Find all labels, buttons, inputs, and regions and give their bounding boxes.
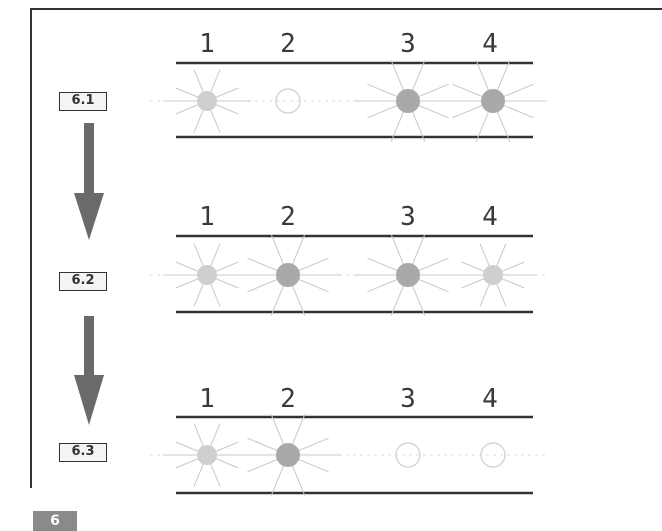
figure-frame xyxy=(30,8,662,488)
lamp-bulb xyxy=(197,265,217,285)
lamp-2-on xyxy=(234,234,342,316)
lamp-number-1: 1 xyxy=(199,384,215,414)
lamp-bulb xyxy=(396,89,420,113)
lamp-number-2: 2 xyxy=(280,29,296,59)
down-arrow-2 xyxy=(74,316,104,425)
lamp-number-4: 4 xyxy=(482,29,498,59)
lamp-bulb xyxy=(276,263,300,287)
lamp-3-on xyxy=(354,234,462,316)
lamp-4-dim xyxy=(449,243,537,307)
lamp-bulb xyxy=(197,445,217,465)
lamp-3-on xyxy=(354,60,462,142)
lamp-bulb xyxy=(197,91,217,111)
lamp-4-off xyxy=(480,442,506,468)
step-label-6-2: 6.2 xyxy=(59,272,107,291)
lamp-number-1: 1 xyxy=(199,202,215,232)
lamp-number-3: 3 xyxy=(400,202,416,232)
lamp-4-on xyxy=(439,60,547,142)
lamp-row-1: 1 2 3 4 xyxy=(150,29,547,142)
lamp-1-dim xyxy=(163,69,251,133)
step-label-6-3: 6.3 xyxy=(59,443,107,462)
lamp-bulb-off xyxy=(275,88,301,114)
lamp-bulb xyxy=(396,263,420,287)
lamp-bulb-off xyxy=(480,442,506,468)
figure-number-badge: 6 xyxy=(33,511,77,531)
lamp-bulb-off xyxy=(395,442,421,468)
lamp-3-off xyxy=(395,442,421,468)
lamp-bulb xyxy=(276,443,300,467)
step-label-6-1: 6.1 xyxy=(59,92,107,111)
lamp-row-2: 1 2 3 4 xyxy=(150,202,545,316)
down-arrow-1 xyxy=(74,123,104,240)
lamp-number-3: 3 xyxy=(400,384,416,414)
lamp-bulb xyxy=(483,265,503,285)
lamp-number-1: 1 xyxy=(199,29,215,59)
lamp-number-2: 2 xyxy=(280,384,296,414)
lamp-number-4: 4 xyxy=(482,384,498,414)
lamp-bulb xyxy=(481,89,505,113)
lamp-2-on xyxy=(234,414,342,496)
lamp-row-3: 1 2 3 4 xyxy=(150,384,545,496)
lamp-number-4: 4 xyxy=(482,202,498,232)
lamp-2-off xyxy=(275,88,301,114)
lamp-number-3: 3 xyxy=(400,29,416,59)
lamp-number-2: 2 xyxy=(280,202,296,232)
